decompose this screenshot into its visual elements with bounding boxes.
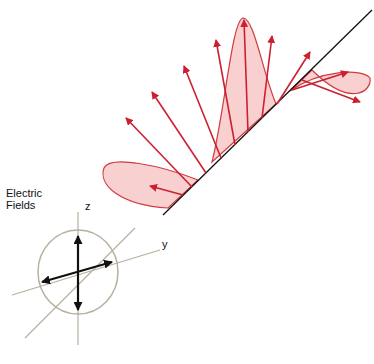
field-circle	[38, 230, 118, 314]
horizontal-field-arrow	[42, 262, 112, 282]
field-arrow	[152, 92, 206, 173]
field-arrow	[216, 40, 235, 145]
x-axis	[25, 228, 135, 338]
field-arrow	[244, 20, 248, 132]
field-arrow	[277, 52, 310, 104]
propagation-axis	[163, 10, 372, 215]
field-arrow	[150, 186, 183, 195]
figure-title: Electric Fields	[6, 187, 50, 211]
field-arrows	[126, 20, 360, 195]
z-axis	[77, 212, 78, 345]
y-axis	[12, 250, 160, 295]
field-arrow	[302, 80, 360, 102]
field-arrow	[126, 118, 192, 187]
field-arrow	[262, 36, 272, 118]
field-arrow	[184, 66, 221, 158]
upper-lobe	[212, 18, 276, 162]
axes-figure	[12, 212, 160, 345]
axis-label: z	[85, 200, 91, 212]
left-lobe	[103, 162, 198, 208]
wave-lobes	[103, 18, 370, 208]
axis-label: y	[162, 238, 168, 250]
